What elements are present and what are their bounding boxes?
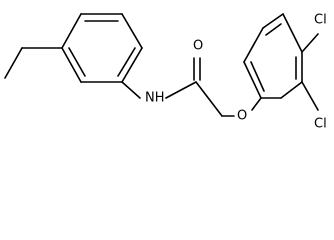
bond <box>301 33 319 53</box>
para-chlorine-label: Cl <box>314 13 327 28</box>
bond <box>121 81 141 99</box>
aromatic-double-bond <box>68 47 86 77</box>
dichlorophenyl-ring <box>243 13 303 99</box>
bond <box>301 81 319 111</box>
nh-label: NH <box>145 91 165 106</box>
bond <box>195 81 223 117</box>
bond <box>165 81 197 99</box>
ether-oxygen-label: O <box>237 109 247 124</box>
bond <box>262 13 284 29</box>
bond <box>121 47 143 83</box>
amide-linker <box>121 57 262 117</box>
ethylphenyl-ring <box>61 13 143 83</box>
aromatic-double-bond <box>117 47 136 77</box>
chemical-structure: NH O O Cl Cl <box>4 13 327 132</box>
bond <box>243 61 262 99</box>
bond <box>243 27 264 63</box>
ortho-chlorine-label: Cl <box>314 117 327 132</box>
bond <box>280 81 303 99</box>
aromatic-double-bond <box>265 23 282 36</box>
bond <box>61 13 82 49</box>
aromatic-double-bond <box>250 61 265 92</box>
bond <box>282 13 303 53</box>
bond <box>121 13 143 49</box>
carbonyl-oxygen-label: O <box>193 39 203 54</box>
bond <box>4 47 23 79</box>
bond <box>61 47 82 83</box>
ethyl-group <box>4 47 63 79</box>
bond <box>251 97 262 111</box>
